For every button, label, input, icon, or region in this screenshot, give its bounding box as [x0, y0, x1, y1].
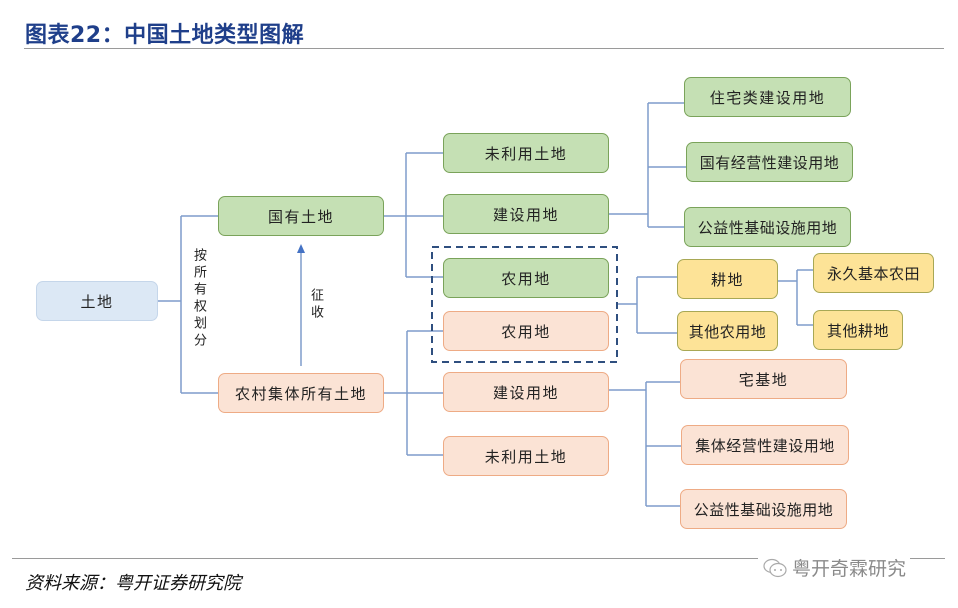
node-permanent-basic-farmland: 永久基本农田	[813, 253, 934, 293]
wechat-icon	[763, 558, 787, 577]
figure-title: 图表22：中国土地类型图解	[25, 23, 305, 48]
node-other-cultivated-land: 其他耕地	[813, 310, 903, 350]
node-state-public-infrastructure-land: 公益性基础设施用地	[684, 207, 851, 247]
title-divider	[24, 48, 944, 49]
node-state-land: 国有土地	[218, 196, 384, 236]
watermark: 粤开奇霖研究	[758, 554, 911, 581]
node-state-agricultural-land: 农用地	[443, 258, 609, 298]
node-collective-commercial-construction-land: 集体经营性建设用地	[681, 425, 849, 465]
node-homestead: 宅基地	[680, 359, 847, 399]
label-expropriation: 征收	[308, 288, 323, 322]
node-state-construction-land: 建设用地	[443, 194, 609, 234]
agricultural-land-highlight-box	[431, 246, 618, 363]
source-note: 资料来源：粤开证券研究院	[25, 573, 241, 594]
expropriation-arrow-head	[297, 244, 305, 253]
node-collective-unused-land: 未利用土地	[443, 436, 609, 476]
node-collective-public-infrastructure-land: 公益性基础设施用地	[680, 489, 847, 529]
watermark-text: 粤开奇霖研究	[792, 558, 907, 580]
node-collective-construction-land: 建设用地	[443, 372, 609, 412]
label-ownership-division: 按所有权划分	[191, 248, 206, 350]
footer-divider	[12, 558, 945, 559]
node-other-agricultural-land: 其他农用地	[677, 311, 778, 351]
node-state-commercial-construction-land: 国有经营性建设用地	[686, 142, 853, 182]
node-residential-construction-land: 住宅类建设用地	[684, 77, 851, 117]
node-state-unused-land: 未利用土地	[443, 133, 609, 173]
node-cultivated-land: 耕地	[677, 259, 778, 299]
node-collective-land: 农村集体所有土地	[218, 373, 384, 413]
node-collective-agricultural-land: 农用地	[443, 311, 609, 351]
node-land: 土地	[36, 281, 158, 321]
